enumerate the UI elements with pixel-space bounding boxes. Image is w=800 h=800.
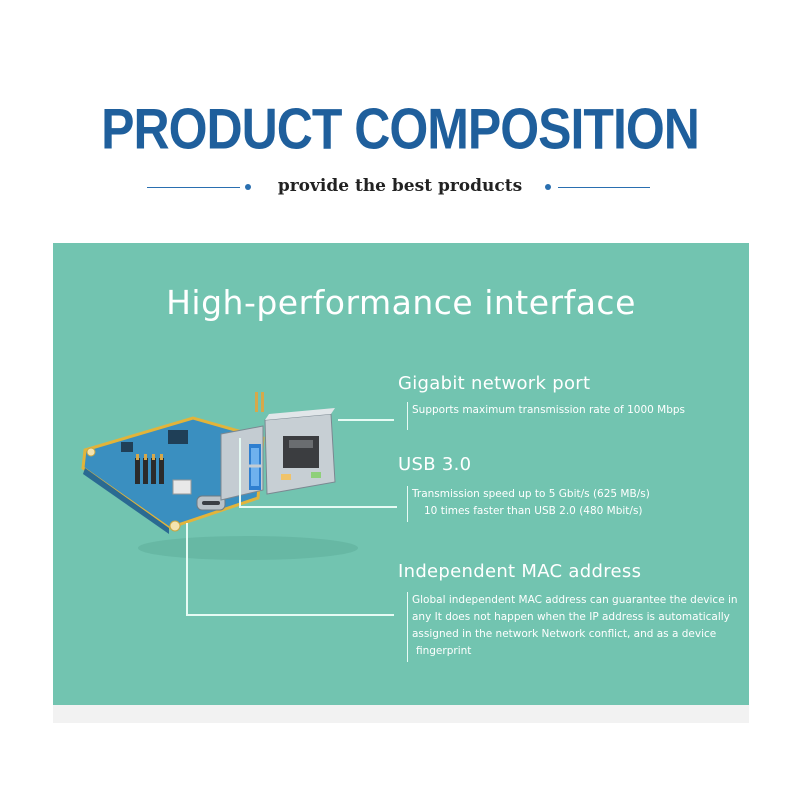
divider-dot-right [545, 184, 551, 190]
connector-usb-h [239, 506, 397, 508]
connector-ethernet-h [338, 419, 394, 421]
connector-mac-h [186, 614, 394, 616]
feature-title-network: Gigabit network port [398, 373, 591, 394]
divider-left [147, 187, 240, 188]
feature-desc-line: any It does not happen when the IP addre… [412, 611, 730, 623]
feature-desc-usb: Transmission speed up to 5 Gbit/s (625 M… [407, 486, 650, 522]
feature-desc-line: Global independent MAC address can guara… [412, 594, 738, 606]
feature-desc-line: 10 times faster than USB 2.0 (480 Mbit/s… [424, 505, 643, 517]
page-title: PRODUCT COMPOSITION [101, 96, 700, 162]
feature-title-usb: USB 3.0 [398, 454, 472, 475]
connector-mac-v [186, 523, 188, 615]
feature-desc-mac: Global independent MAC address can guara… [407, 592, 750, 662]
feature-panel: High-performance interface [53, 243, 749, 705]
page-subtitle: provide the best products [277, 176, 523, 196]
usb-port-icon [220, 425, 264, 501]
feature-title-mac: Independent MAC address [398, 561, 642, 582]
feature-desc-network: Supports maximum transmission rate of 10… [407, 402, 685, 430]
usb-c-port-icon [196, 495, 226, 511]
subtitle-row: provide the best products [0, 176, 800, 200]
divider-right [558, 187, 650, 188]
divider-dot-left [245, 184, 251, 190]
feature-desc-line: Supports maximum transmission rate of 10… [412, 404, 686, 416]
panel-heading: High-performance interface [166, 283, 636, 322]
feature-desc-line: fingerprint [416, 645, 472, 657]
board-image [81, 392, 358, 560]
ethernet-port-icon [264, 408, 336, 495]
feature-desc-line: assigned in the network Network conflict… [412, 628, 717, 640]
panel-footer-strip [53, 705, 749, 723]
feature-desc-line: Transmission speed up to 5 Gbit/s (625 M… [412, 488, 650, 500]
connector-usb-v [239, 438, 241, 508]
